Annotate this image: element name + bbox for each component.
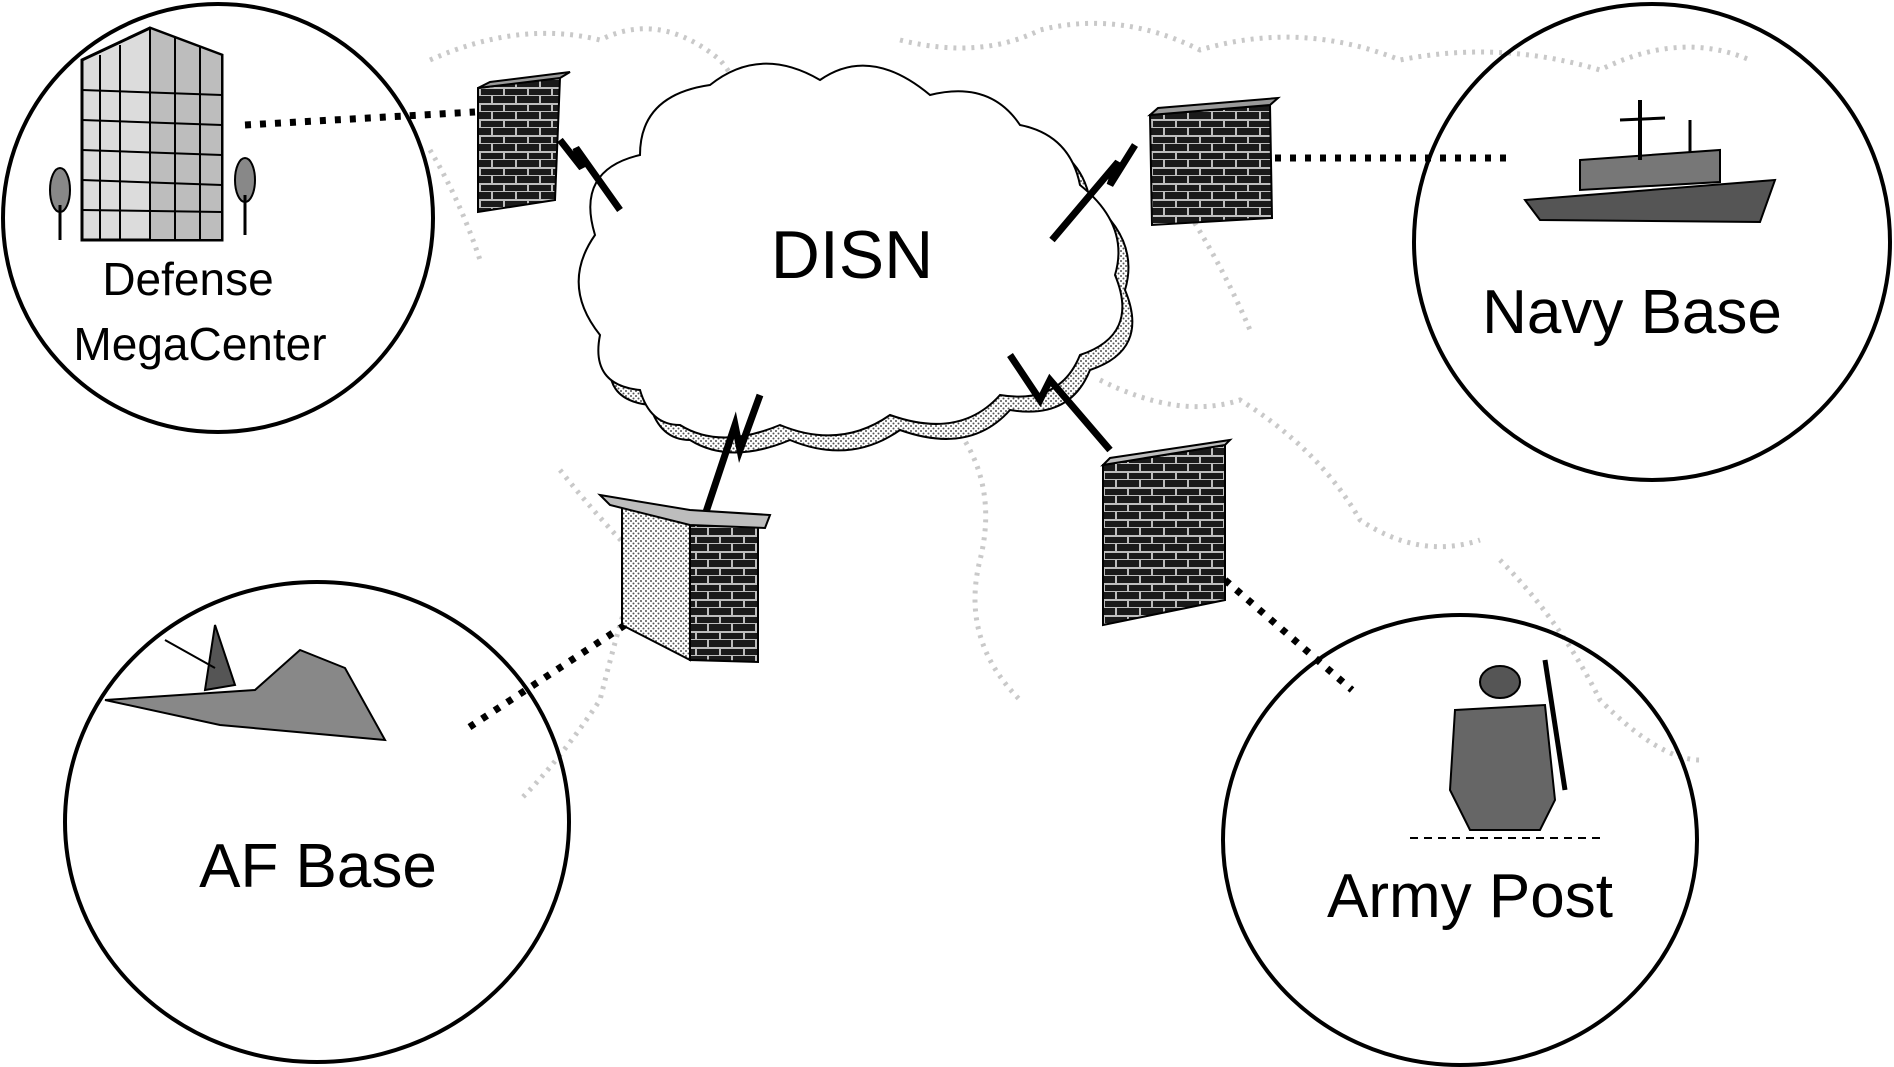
link-bolt-megacenter [557,137,623,213]
link-bolt-af [701,393,764,517]
background-world-map [427,20,1751,802]
office-building-icon [49,26,256,242]
firewall-af [597,493,772,664]
stealth-fighter-icon [104,624,387,742]
link-bolt-navy [1049,143,1138,243]
disn-cloud: DISN [577,62,1134,454]
site-label: AF Base [199,832,437,901]
site-label: Army Post [1327,862,1613,931]
site-army-post: Army Post [1221,613,1699,1067]
disn-label: DISN [771,217,933,293]
wan-links [557,137,1138,517]
dotted-link-army [1222,577,1355,693]
link-bolt-army [1007,353,1113,453]
site-defense-megacenter: Defense MegaCenter [1,2,435,434]
site-links [244,108,1510,733]
site-label-line2: MegaCenter [73,318,326,370]
site-label: Navy Base [1482,278,1782,347]
site-circle [1221,613,1699,1067]
site-af-base: AF Base [63,580,571,1064]
firewall-megacenter [477,71,571,214]
dotted-link-megacenter [244,108,476,129]
warship-icon [1523,100,1777,224]
dotted-link-af [463,622,627,733]
site-circle [1412,2,1892,482]
site-label-line1: Defense [102,253,273,305]
site-circle [63,580,571,1064]
firewall-navy [1147,96,1281,227]
soldier-icon [1410,659,1600,839]
firewall-army [1100,438,1233,627]
site-navy-base: Navy Base [1412,2,1892,482]
site-circle [1,2,435,434]
